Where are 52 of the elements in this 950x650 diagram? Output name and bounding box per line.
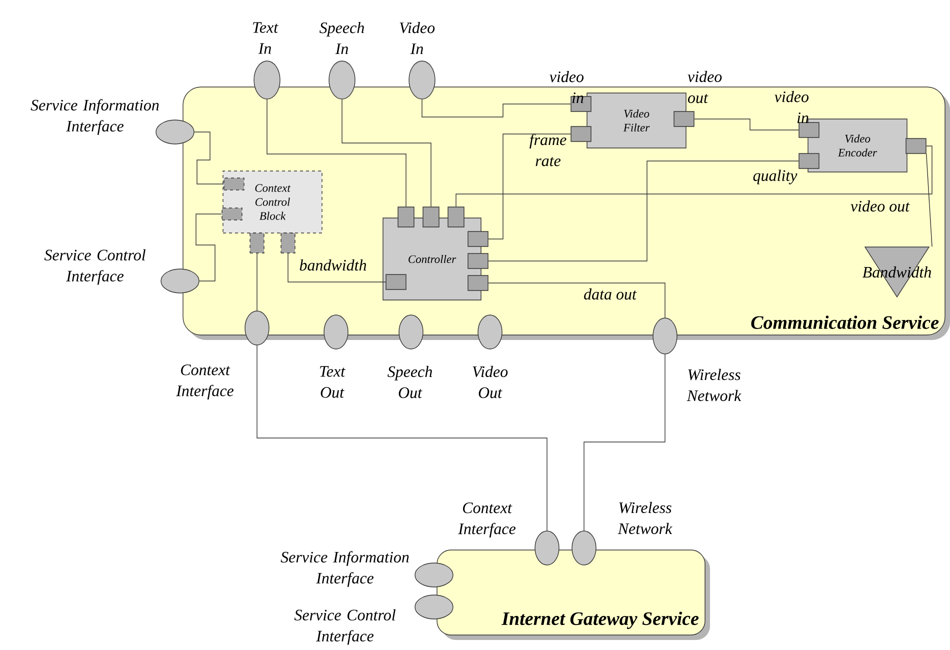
port-label: quality xyxy=(753,170,798,184)
port-square xyxy=(468,231,488,247)
connector xyxy=(488,282,666,318)
port-square xyxy=(386,274,406,290)
component-box: Context Control Block xyxy=(222,170,322,234)
port-label: Wireless Network xyxy=(686,368,742,402)
port-label: Context Interface xyxy=(176,364,234,400)
connector xyxy=(488,160,799,262)
port-label: Text Out xyxy=(320,366,346,398)
connector xyxy=(456,146,932,207)
port-label: Service Information Interface xyxy=(280,551,409,587)
port-label: Speech In xyxy=(320,22,364,54)
connector xyxy=(256,345,548,531)
port-label: Wireless Network xyxy=(618,502,672,534)
connector xyxy=(256,253,258,311)
edge-label: video out xyxy=(849,199,911,213)
port-label: Context Interface xyxy=(458,502,516,538)
port-square xyxy=(448,206,464,228)
connector xyxy=(926,154,932,247)
port-label: Speech Out xyxy=(388,366,432,398)
port-label: video out xyxy=(688,70,722,104)
connector xyxy=(488,134,571,240)
connector xyxy=(694,118,799,130)
port-square xyxy=(422,206,440,228)
port-square xyxy=(468,253,488,269)
port-label: Video In xyxy=(400,22,435,54)
port-label: Text In xyxy=(253,22,278,54)
connector xyxy=(194,132,224,184)
connector xyxy=(288,253,386,282)
port-label: video in xyxy=(550,70,584,104)
connector xyxy=(584,354,666,531)
port-square xyxy=(222,208,242,220)
component-box: Video Filter xyxy=(586,92,686,148)
port-square xyxy=(468,275,488,291)
port-label: Video Out xyxy=(472,366,508,398)
port-label: Service Control Interface xyxy=(294,609,396,645)
port-square xyxy=(250,232,264,254)
component-box: Video Encoder xyxy=(808,118,908,172)
port-label: video in xyxy=(774,90,809,124)
edge-label: bandwidth xyxy=(298,258,368,272)
connector xyxy=(196,214,222,282)
port-label: frame rate xyxy=(530,134,566,166)
port-square xyxy=(398,206,414,228)
connector xyxy=(266,99,406,207)
edge-label: data out xyxy=(582,287,638,301)
connector xyxy=(342,99,432,207)
port-square xyxy=(280,232,296,254)
connector xyxy=(422,99,571,118)
port-label: Service Information Interface xyxy=(30,99,159,135)
port-square xyxy=(224,178,244,190)
port-label: Service Control Interface xyxy=(44,249,146,285)
service-box: Internet Gateway Service xyxy=(436,550,710,640)
